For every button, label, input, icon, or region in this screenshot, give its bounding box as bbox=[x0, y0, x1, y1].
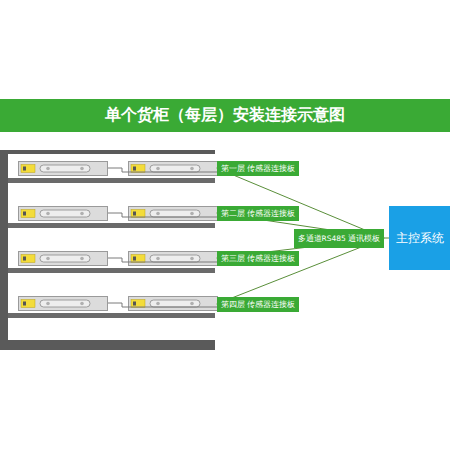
node-label: 第一层 传感器连接板 bbox=[221, 164, 295, 173]
sensor-wire bbox=[108, 168, 230, 307]
load-cell bbox=[19, 162, 108, 176]
node-label: 主控系统 bbox=[396, 231, 444, 245]
sensor-board: 第四层 传感器连接板 bbox=[217, 297, 299, 312]
connector-line bbox=[217, 168, 385, 238]
diagram-title: 单个货柜（每层）安装连接示意图 bbox=[105, 105, 345, 126]
cabinet-wall bbox=[0, 150, 8, 350]
load-cell bbox=[129, 162, 218, 176]
node-label: 第三层 传感器连接板 bbox=[221, 254, 295, 263]
node-label: 多通道RS485 通讯模板 bbox=[298, 234, 381, 243]
connector-line bbox=[217, 238, 385, 304]
cabinet-bottom bbox=[0, 340, 215, 350]
sensor-board: 第三层 传感器连接板 bbox=[217, 251, 299, 266]
node-label: 第四层 传感器连接板 bbox=[221, 300, 295, 309]
main-control-box: 主控系统 bbox=[389, 206, 450, 270]
shelf bbox=[8, 223, 215, 228]
load-cell bbox=[19, 207, 108, 221]
shelf bbox=[8, 178, 215, 183]
cabinet-top bbox=[0, 150, 215, 154]
node-label: 第二层 传感器连接板 bbox=[221, 209, 295, 218]
load-cell bbox=[19, 297, 108, 311]
sensor-board: 第二层 传感器连接板 bbox=[217, 206, 299, 221]
shelf bbox=[8, 268, 215, 273]
load-cell bbox=[129, 297, 218, 311]
rs485-module: 多通道RS485 通讯模板 bbox=[294, 229, 385, 248]
load-cell bbox=[129, 207, 218, 221]
shelf bbox=[8, 313, 215, 318]
title-bar: 单个货柜（每层）安装连接示意图 bbox=[0, 99, 450, 132]
load-cell bbox=[129, 252, 218, 266]
load-cell bbox=[19, 252, 108, 266]
sensor-board: 第一层 传感器连接板 bbox=[217, 161, 299, 176]
